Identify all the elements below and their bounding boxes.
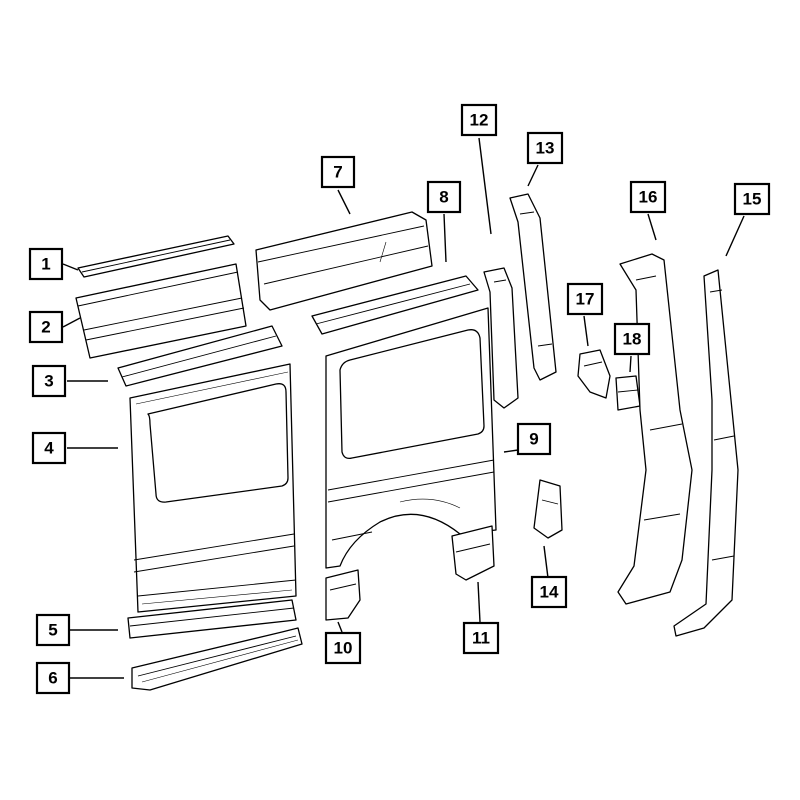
callout-label: 7 — [333, 163, 342, 182]
part-7-upper-rear-panel — [255, 211, 433, 311]
leader-8 — [443, 213, 447, 263]
leader-10 — [337, 621, 343, 633]
callout-label: 9 — [529, 430, 538, 449]
callout-6: 6 — [35, 661, 71, 695]
callout-label: 8 — [439, 188, 448, 207]
callout-8: 8 — [426, 180, 462, 214]
part-15-rear-pillar — [673, 269, 739, 637]
part-18-bracket — [615, 375, 641, 411]
part-11-wheelhouse-rear — [451, 525, 495, 581]
callout-16: 16 — [629, 180, 667, 214]
callout-label: 12 — [470, 111, 489, 130]
callout-7: 7 — [320, 155, 356, 189]
part-3-lower-roof-rail — [117, 325, 283, 387]
callout-10: 10 — [324, 631, 362, 665]
leader-13 — [527, 164, 539, 187]
leader-14 — [543, 545, 549, 579]
part-9-rear-side-panel — [325, 307, 497, 569]
leader-15 — [725, 215, 745, 257]
callout-label: 2 — [41, 318, 50, 337]
callout-label: 17 — [576, 290, 595, 309]
callout-3: 3 — [31, 364, 67, 398]
part-8-rear-rail-strip — [311, 275, 479, 335]
part-4-side-panel — [129, 363, 297, 613]
callout-label: 14 — [540, 583, 559, 602]
part-17-bracket — [577, 349, 611, 399]
callout-12: 12 — [460, 103, 498, 137]
callout-2: 2 — [28, 310, 64, 344]
leader-2 — [62, 317, 81, 328]
leader-11 — [477, 581, 481, 623]
callout-label: 11 — [472, 629, 490, 648]
leader-18 — [629, 355, 632, 373]
part-6-sill — [131, 627, 303, 691]
leader-7 — [337, 189, 351, 215]
callout-14: 14 — [530, 575, 568, 609]
callout-label: 3 — [44, 372, 53, 391]
part-14-bracket — [533, 479, 563, 539]
leader-lines — [62, 137, 745, 679]
part-13-pillar-outer — [509, 193, 557, 381]
part-12-pillar-inner — [483, 267, 519, 409]
callout-11: 11 — [462, 621, 500, 655]
callout-label: 13 — [536, 139, 555, 158]
callout-4: 4 — [31, 431, 67, 465]
leader-16 — [647, 213, 657, 241]
part-10-wheelhouse-front — [325, 569, 361, 621]
callout-label: 5 — [48, 621, 57, 640]
leader-17 — [583, 315, 589, 347]
callout-label: 6 — [48, 669, 57, 688]
callout-9: 9 — [516, 422, 552, 456]
callout-label: 18 — [623, 330, 642, 349]
callout-label: 4 — [44, 439, 54, 458]
callout-1: 1 — [28, 247, 64, 281]
leader-9 — [503, 449, 519, 453]
part-16-pillar — [617, 253, 693, 605]
callout-18: 18 — [613, 322, 651, 356]
part-5-rocker-strip — [127, 599, 297, 639]
callout-17: 17 — [566, 282, 604, 316]
callout-label: 10 — [334, 639, 353, 658]
callout-13: 13 — [526, 131, 564, 165]
callout-label: 1 — [41, 255, 50, 274]
part-1-roof-rail-strip — [77, 235, 235, 278]
callout-15: 15 — [733, 182, 771, 216]
leader-1 — [62, 263, 79, 271]
callout-label: 15 — [743, 190, 762, 209]
callout-label: 16 — [639, 188, 658, 207]
leader-12 — [478, 137, 492, 235]
part-2-upper-side-panel — [75, 263, 247, 359]
callout-5: 5 — [35, 613, 71, 647]
